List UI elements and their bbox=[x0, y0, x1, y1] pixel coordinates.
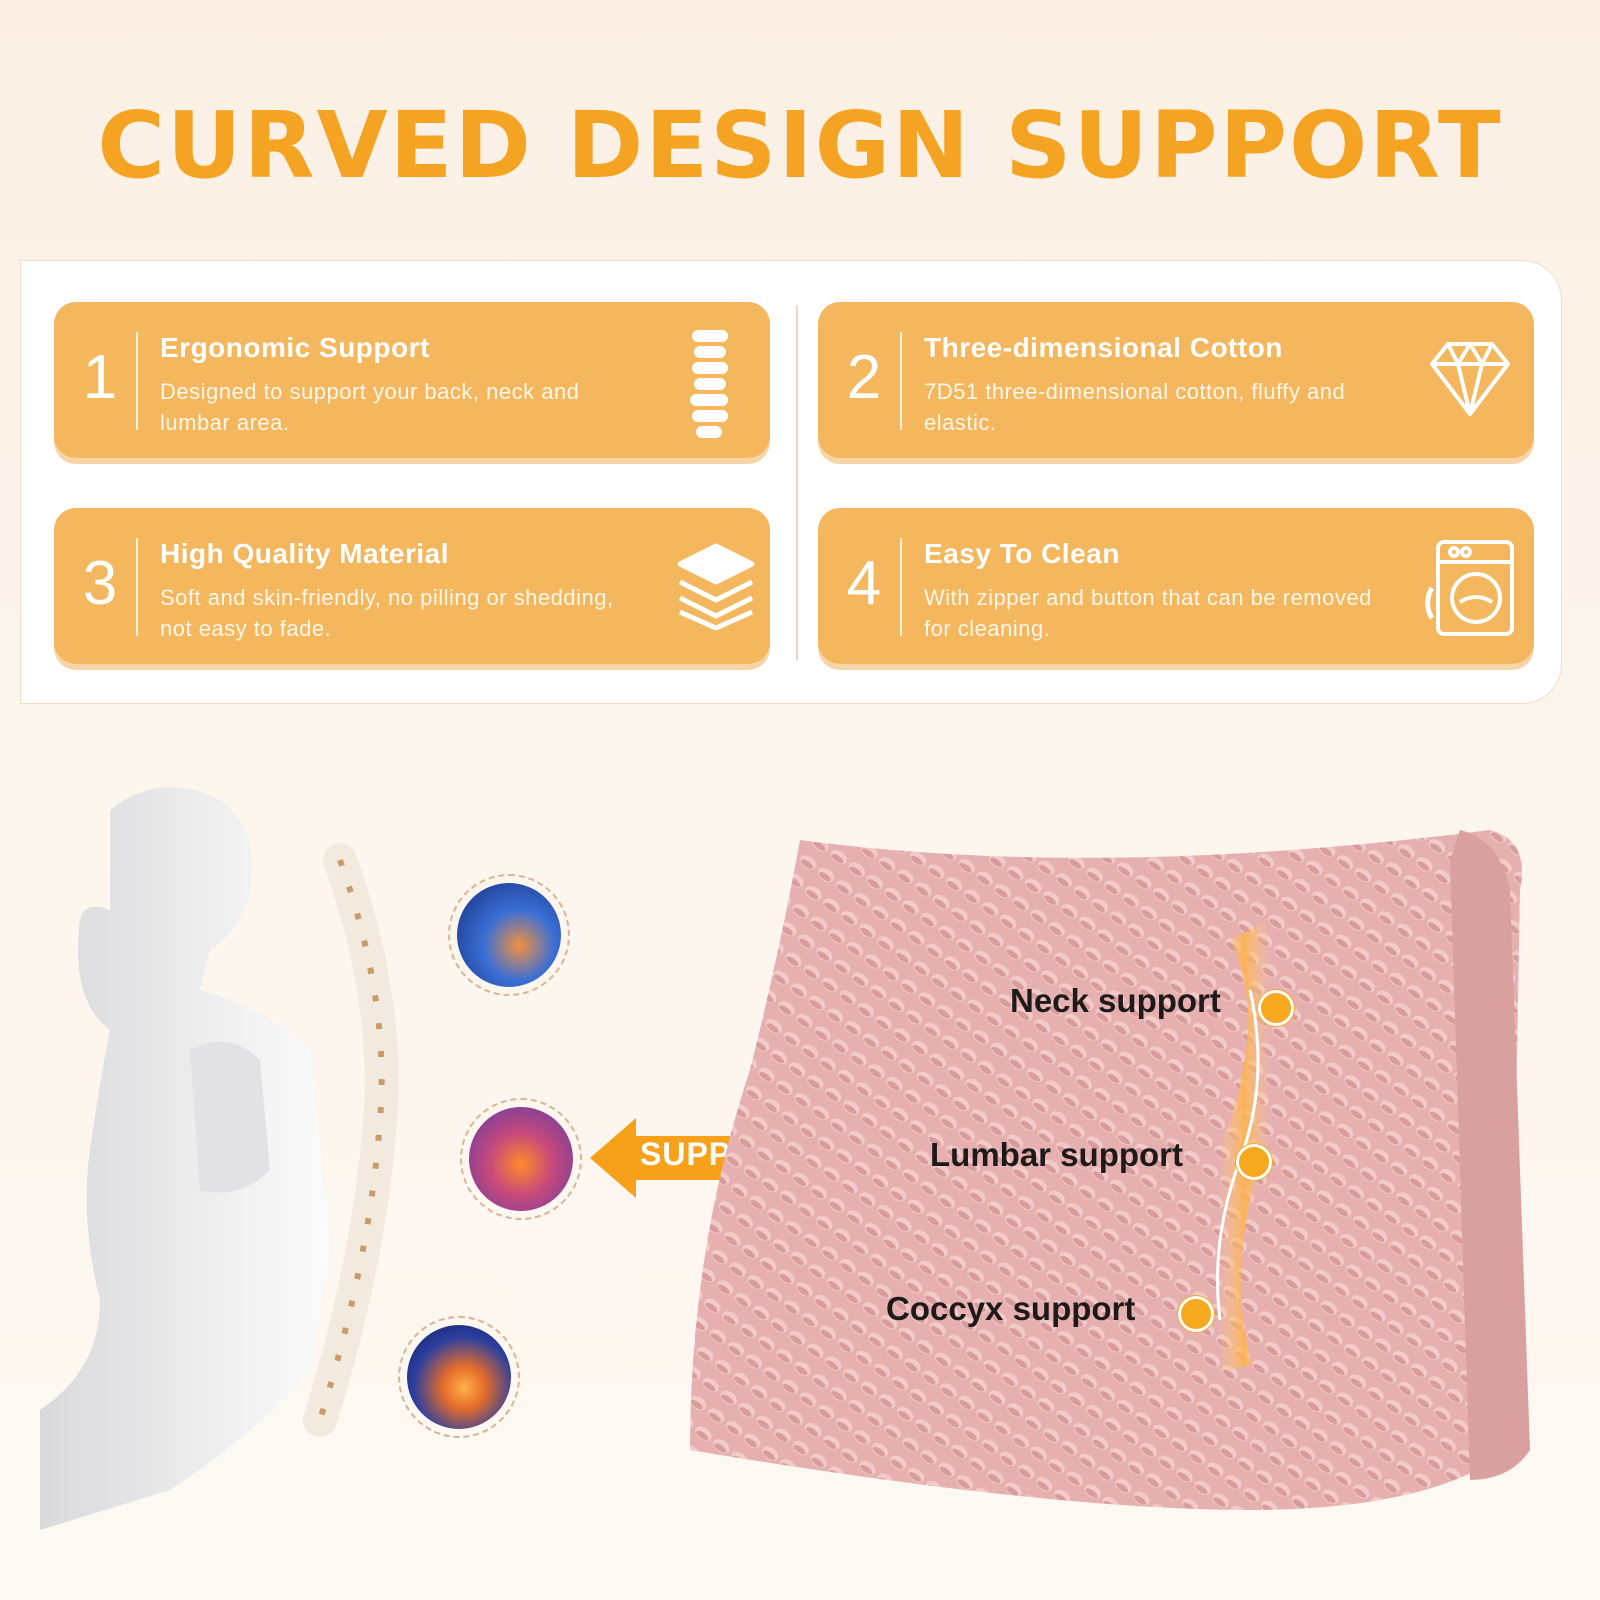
feature-card-1: 1 Ergonomic Support Designed to support … bbox=[54, 302, 770, 458]
washing-machine-icon bbox=[1424, 538, 1516, 638]
feature-card-2: 2 Three-dimensional Cotton 7D51 three-di… bbox=[818, 302, 1534, 458]
spine-icon bbox=[684, 330, 736, 438]
feature-number: 3 bbox=[82, 549, 118, 618]
feature-description: 7D51 three-dimensional cotton, fluffy an… bbox=[924, 379, 1346, 435]
neck-spine-bubble bbox=[460, 1098, 582, 1220]
feature-title: Ergonomic Support bbox=[160, 332, 430, 363]
layers-icon bbox=[676, 542, 756, 630]
wedge-pillow bbox=[690, 820, 1570, 1540]
lumbar-support-label: Lumbar support bbox=[930, 1136, 1183, 1173]
feature-description: With zipper and button that can be remov… bbox=[924, 585, 1372, 641]
feature-title: High Quality Material bbox=[160, 538, 449, 569]
neck-support-dot bbox=[1258, 990, 1294, 1026]
body-illustration bbox=[40, 760, 680, 1560]
feature-number: 4 bbox=[846, 549, 882, 618]
headline: CURVED DESIGN SUPPORT bbox=[97, 92, 1503, 199]
feature-card-4: 4 Easy To Clean With zipper and button t… bbox=[818, 508, 1534, 664]
feature-title: Easy To Clean bbox=[924, 538, 1120, 569]
spine-column bbox=[303, 843, 399, 1437]
feature-number: 2 bbox=[846, 343, 882, 412]
diamond-icon bbox=[1428, 336, 1512, 420]
feature-card-3: 3 High Quality Material Soft and skin-fr… bbox=[54, 508, 770, 664]
shoulder-pain-bubble bbox=[448, 874, 570, 996]
panel-divider bbox=[796, 305, 798, 660]
feature-description: Soft and skin-friendly, no pilling or sh… bbox=[160, 585, 614, 641]
coccyx-support-dot bbox=[1178, 1296, 1214, 1332]
feature-description: Designed to support your back, neck and … bbox=[160, 379, 580, 435]
feature-title: Three-dimensional Cotton bbox=[924, 332, 1283, 363]
card-separator bbox=[136, 332, 138, 430]
coccyx-support-label: Coccyx support bbox=[886, 1290, 1136, 1327]
neck-support-label: Neck support bbox=[1010, 982, 1221, 1019]
card-separator bbox=[900, 538, 902, 636]
card-separator bbox=[136, 538, 138, 636]
feature-number: 1 bbox=[82, 343, 118, 412]
lower-back-bubble bbox=[398, 1316, 520, 1438]
card-separator bbox=[900, 332, 902, 430]
lumbar-support-dot bbox=[1236, 1144, 1272, 1180]
